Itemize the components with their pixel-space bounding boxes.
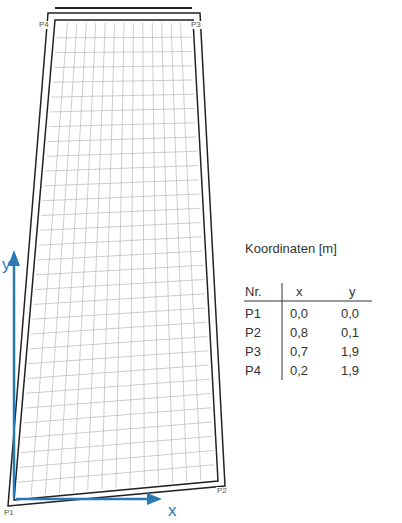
mesh-line xyxy=(48,137,197,142)
mesh-line xyxy=(18,465,214,482)
x-arrowhead xyxy=(147,493,162,505)
table-cell: P2 xyxy=(245,326,261,339)
mesh-line xyxy=(40,223,201,231)
x-axis xyxy=(16,498,150,501)
mesh-line xyxy=(27,365,209,379)
mesh-line xyxy=(50,109,194,112)
mesh-line xyxy=(38,251,203,260)
mesh-grid xyxy=(18,23,214,496)
mesh-line xyxy=(22,422,212,438)
mesh-line xyxy=(46,151,197,156)
axis-label: y xyxy=(2,256,11,273)
mesh-line xyxy=(39,237,202,245)
mesh-line xyxy=(34,294,205,305)
mesh-line xyxy=(36,265,203,275)
table-cell: 0,1 xyxy=(341,326,359,339)
mesh-line xyxy=(49,123,195,127)
table-header: x xyxy=(296,285,303,298)
mesh-line xyxy=(53,80,193,82)
mesh-line xyxy=(35,280,204,290)
table-cell: P3 xyxy=(245,345,261,358)
mesh-line xyxy=(32,308,205,319)
table-cell: P4 xyxy=(245,364,261,377)
outer-outline xyxy=(8,13,225,506)
table-header: Nr. xyxy=(245,285,262,298)
mesh-line xyxy=(25,394,211,409)
mesh-line xyxy=(43,194,200,201)
table-cell: 0,2 xyxy=(290,364,308,377)
mesh-line xyxy=(31,322,206,334)
mesh-line xyxy=(57,37,191,39)
table-cell: 0,0 xyxy=(341,307,359,320)
table-title: Koordinaten [m] xyxy=(245,242,337,255)
table-rule xyxy=(244,301,372,302)
axis-label: x xyxy=(168,502,177,519)
mesh-line xyxy=(20,451,214,468)
mesh-line xyxy=(21,436,213,452)
table-cell: 0,7 xyxy=(290,345,308,358)
corner-label: P3 xyxy=(190,21,202,29)
corner-label: P1 xyxy=(3,509,15,517)
mesh-line xyxy=(45,166,198,172)
mesh-line xyxy=(41,208,200,215)
table-cell: 1,9 xyxy=(341,345,359,358)
inner-outline xyxy=(14,20,218,500)
table-cell: P1 xyxy=(245,307,261,320)
mesh-line xyxy=(44,180,199,186)
mesh-line xyxy=(55,52,191,53)
mesh-line xyxy=(30,337,207,349)
table-header: y xyxy=(349,285,356,298)
mesh-line xyxy=(29,351,208,364)
corner-label: P4 xyxy=(38,21,50,29)
y-axis xyxy=(13,262,16,497)
mesh-line xyxy=(23,408,211,423)
table-cell: 0,0 xyxy=(290,307,308,320)
top-bar xyxy=(55,7,192,9)
mesh-line xyxy=(54,66,192,68)
table-cell: 1,9 xyxy=(341,364,359,377)
table-divider xyxy=(282,283,283,380)
table-cell: 0,8 xyxy=(290,326,308,339)
mesh-line xyxy=(26,379,210,393)
mesh-line xyxy=(52,94,194,97)
corner-label: P2 xyxy=(216,487,228,495)
